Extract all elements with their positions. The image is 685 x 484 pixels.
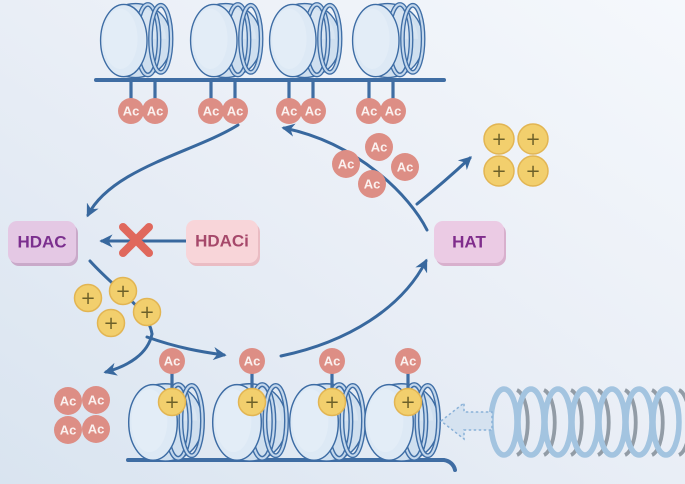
acetyl-badge: Ac <box>118 98 144 124</box>
acetyl-label: Ac <box>281 103 298 118</box>
acetyl-label: Ac <box>305 103 322 118</box>
acetyl-label: Ac <box>88 392 105 407</box>
hat-label: HAT <box>452 233 486 252</box>
acetyl-badge: Ac <box>276 98 302 124</box>
acetyl-badge: Ac <box>395 348 421 374</box>
acetyl-badge: Ac <box>54 416 82 444</box>
dna-strand-bottom <box>126 458 457 472</box>
acetyl-badge: Ac <box>159 348 185 374</box>
acetyl-label: Ac <box>244 353 261 368</box>
acetyl-label: Ac <box>364 176 381 191</box>
acetyl-badge: Ac <box>239 348 265 374</box>
charge-badge: + <box>132 297 162 327</box>
charge-badge: + <box>157 387 187 417</box>
arrow-condensed-to-hat <box>279 258 428 358</box>
acetyl-badge: Ac <box>54 387 82 415</box>
condensed-chromatin <box>126 372 457 472</box>
acetyl-badge: Ac <box>198 98 224 124</box>
charge-badge: + <box>73 283 103 313</box>
histone-tails-top <box>129 78 395 100</box>
hdaci-label: HDACi <box>195 232 249 251</box>
charge-label: + <box>115 281 130 302</box>
acetyl-marks-top: Ac Ac Ac Ac Ac Ac Ac Ac <box>118 98 406 124</box>
charge-badge: + <box>393 387 423 417</box>
nucleosome <box>101 4 172 78</box>
charge-label: + <box>491 129 506 150</box>
acetyl-badge: Ac <box>300 98 326 124</box>
acetyl-badge: Ac <box>319 348 345 374</box>
acetyl-label: Ac <box>400 353 417 368</box>
charge-badge: + <box>237 387 267 417</box>
charge-label: + <box>164 392 179 413</box>
charge-label: + <box>491 161 506 182</box>
dna-helix <box>488 386 685 458</box>
acetyl-badge: Ac <box>356 98 382 124</box>
charge-label: + <box>525 129 540 150</box>
acetyl-badge: Ac <box>380 98 406 124</box>
charge-badge: + <box>317 387 347 417</box>
charge-label: + <box>244 392 259 413</box>
charge-label: + <box>525 161 540 182</box>
acetyl-label: Ac <box>60 393 77 408</box>
charge-label: + <box>324 392 339 413</box>
acetyl-label: Ac <box>88 421 105 436</box>
charge-label: + <box>103 313 118 334</box>
nucleosome <box>353 4 424 78</box>
acetyl-badge: Ac <box>332 150 360 178</box>
acetyl-badge: Ac <box>365 133 393 161</box>
charge-badge: + <box>483 123 515 155</box>
charge-badge: + <box>96 308 126 338</box>
acetyl-label: Ac <box>123 103 140 118</box>
charges-hdac-path: + + + + <box>73 276 162 338</box>
charge-label: + <box>80 288 95 309</box>
charge-badge: + <box>517 123 549 155</box>
acetyl-label: Ac <box>361 103 378 118</box>
acetyl-marks-hat-path: Ac Ac Ac Ac <box>332 133 419 198</box>
acetyl-badge: Ac <box>391 153 419 181</box>
arrow-acetylated-to-hdac <box>86 123 240 218</box>
charge-label: + <box>400 392 415 413</box>
acetyl-badge: Ac <box>142 98 168 124</box>
acetylated-chromatin <box>94 4 446 100</box>
nucleosome <box>270 4 341 78</box>
acetyl-label: Ac <box>164 353 181 368</box>
arrow-to-condensed-chromatin <box>145 335 227 361</box>
hdaci-node: HDACi <box>186 220 260 266</box>
charge-badge: + <box>108 276 138 306</box>
nucleosome <box>191 4 262 78</box>
acetyl-label: Ac <box>60 422 77 437</box>
acetyl-badge: Ac <box>358 170 386 198</box>
acetyl-label: Ac <box>227 103 244 118</box>
arrow-to-released-charges <box>415 156 472 206</box>
acetyl-label: Ac <box>397 159 414 174</box>
helix-to-chromatin-arrow <box>439 401 493 441</box>
hdac-label: HDAC <box>17 233 66 252</box>
acetyl-label: Ac <box>338 156 355 171</box>
hdac-node: HDAC <box>8 221 78 266</box>
released-acetyl-groups: Ac Ac Ac Ac <box>54 386 110 444</box>
acetyl-label: Ac <box>203 103 220 118</box>
acetyl-badge: Ac <box>222 98 248 124</box>
histone-tails-bottom <box>170 372 410 392</box>
charge-badge: + <box>517 155 549 187</box>
acetyl-label: Ac <box>324 353 341 368</box>
charge-label: + <box>139 302 154 323</box>
cycle-arrows <box>86 123 472 376</box>
bottom-nucleosome-marks: + + + + Ac Ac Ac Ac <box>157 348 423 417</box>
acetyl-label: Ac <box>371 139 388 154</box>
acetyl-badge: Ac <box>82 415 110 443</box>
charge-badge: + <box>483 155 515 187</box>
acetyl-label: Ac <box>385 103 402 118</box>
released-charges: + + + + <box>483 123 549 187</box>
inhibition-x-icon <box>119 223 153 257</box>
acetyl-label: Ac <box>147 103 164 118</box>
acetyl-badge: Ac <box>82 386 110 414</box>
hat-node: HAT <box>434 221 506 266</box>
